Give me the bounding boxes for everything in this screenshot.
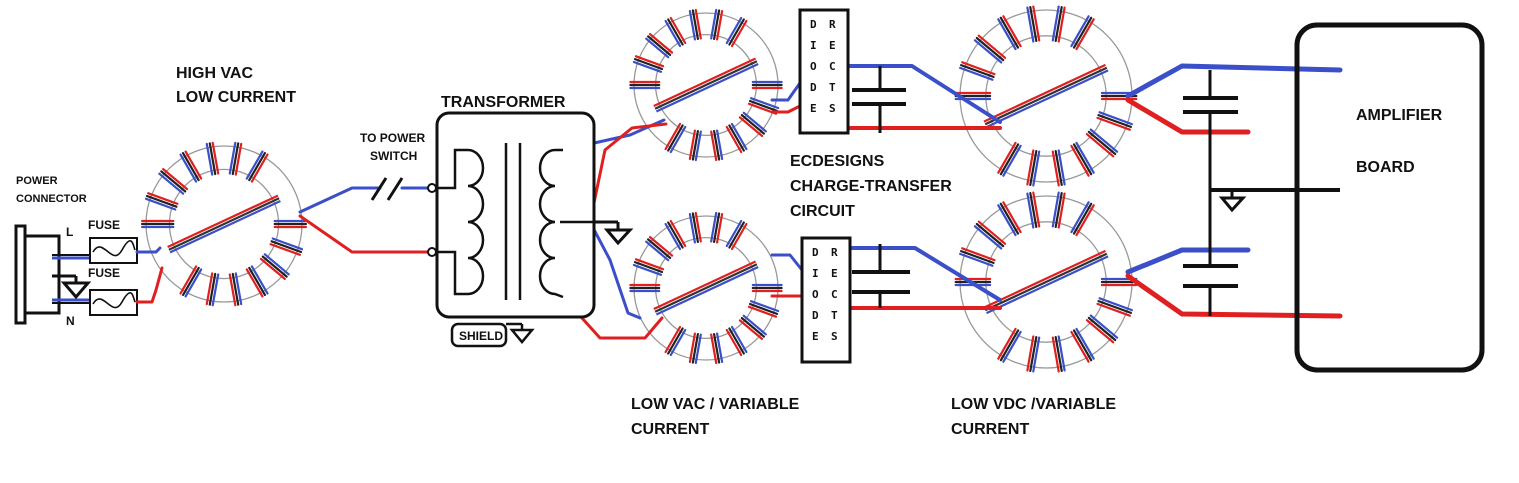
toroid-filters (141, 5, 1138, 373)
svg-text:E: E (812, 330, 819, 343)
label-connector: CONNECTOR (16, 193, 87, 205)
power-connector (14, 224, 90, 325)
toroid-mains (141, 141, 307, 307)
svg-text:D: D (810, 18, 817, 31)
shield-box (450, 322, 535, 348)
svg-text:S: S (829, 102, 836, 115)
label-power: POWER (16, 175, 58, 187)
svg-text:I: I (810, 39, 817, 52)
transformer (427, 111, 596, 319)
svg-text:D: D (810, 81, 817, 94)
svg-text:T: T (829, 81, 836, 94)
svg-text:C: C (831, 288, 838, 301)
label-switch: SWITCH (370, 149, 417, 163)
label-charge-transfer: CHARGE-TRANSFER (790, 178, 952, 195)
diode-rectifier-top (798, 8, 850, 135)
svg-text:D: D (812, 246, 819, 259)
wiring (135, 63, 1343, 340)
toroid-dc-top (954, 5, 1138, 187)
power-switch-icon (370, 177, 404, 201)
label-l: L (66, 225, 73, 239)
svg-text:T: T (831, 309, 838, 322)
label-fuse-top: FUSE (88, 218, 120, 232)
connector-ground-icon (52, 274, 92, 300)
svg-text:E: E (831, 267, 838, 280)
toroid-ac-top (629, 8, 783, 162)
capacitor-c3 (1183, 70, 1238, 266)
label-high-vac: HIGH VAC (176, 65, 253, 82)
label-low-vac: LOW VAC / VARIABLE (631, 396, 800, 413)
fuse-bottom (89, 289, 138, 316)
center-ground-icon (1210, 188, 1340, 213)
svg-text:D: D (812, 309, 819, 322)
svg-text:R: R (829, 18, 836, 31)
fuse-top (89, 237, 138, 264)
label-n: N (66, 314, 75, 328)
svg-text:E: E (810, 102, 817, 115)
label-low-vdc: LOW VDC /VARIABLE (951, 396, 1116, 413)
capacitor-c2 (852, 244, 910, 308)
label-low-current: LOW CURRENT (176, 89, 296, 106)
label-shield: SHIELD (459, 329, 503, 343)
label-low-vdc-current: CURRENT (951, 421, 1029, 438)
svg-text:S: S (831, 330, 838, 343)
capacitor-c4 (1183, 264, 1238, 316)
label-ecdesigns: ECDESIGNS (790, 153, 885, 170)
capacitor-c1 (852, 66, 906, 133)
transformer-ground-icon (594, 220, 634, 246)
label-board: BOARD (1356, 159, 1415, 176)
toroid-dc-bottom (954, 191, 1138, 373)
svg-text:O: O (810, 60, 817, 73)
svg-text:E: E (829, 39, 836, 52)
svg-text:C: C (829, 60, 836, 73)
amplifier-board (1294, 22, 1485, 373)
diode-rectifier-bottom (800, 236, 852, 364)
label-circuit: CIRCUIT (790, 203, 855, 220)
svg-text:R: R (831, 246, 838, 259)
label-transformer: TRANSFORMER (441, 94, 566, 111)
label-low-vac-current: CURRENT (631, 421, 709, 438)
label-to-power: TO POWER (360, 131, 425, 145)
label-fuse-bottom: FUSE (88, 266, 120, 280)
svg-text:O: O (812, 288, 819, 301)
label-amplifier: AMPLIFIER (1356, 107, 1443, 124)
svg-text:I: I (812, 267, 819, 280)
toroid-ac-bottom (629, 211, 783, 365)
